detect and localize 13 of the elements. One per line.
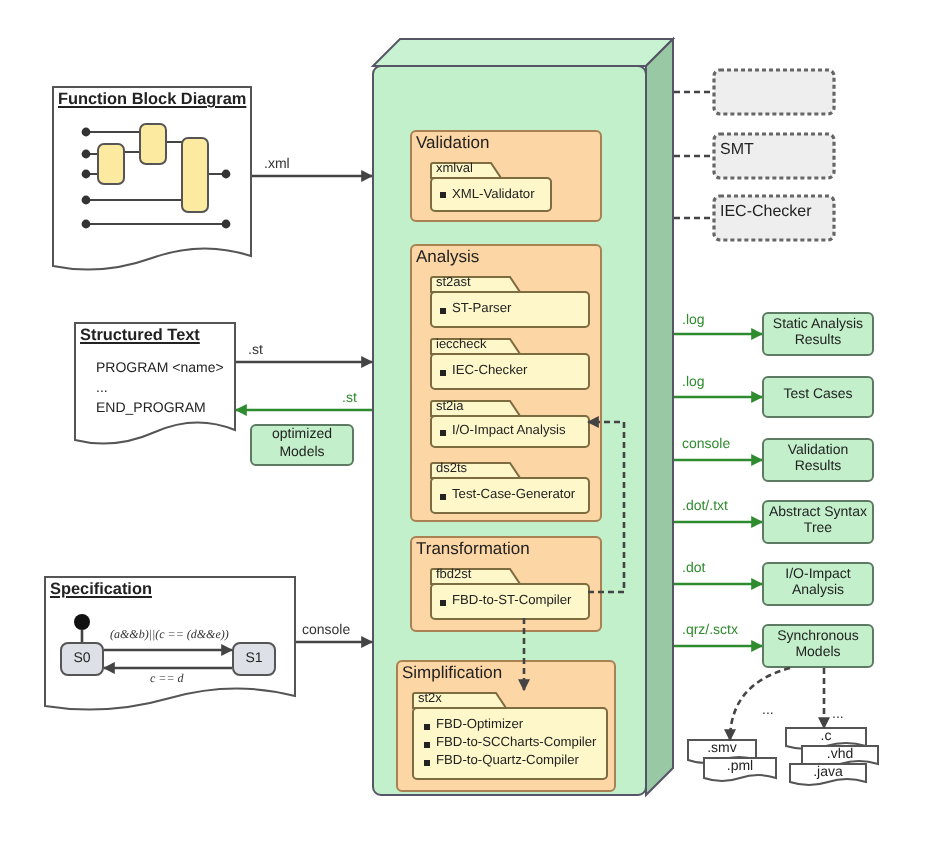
group-panel — [410, 130, 602, 222]
group-heading: Transformation — [416, 540, 530, 560]
group-heading: Validation — [416, 134, 490, 154]
document-title: Structured Text — [80, 326, 200, 345]
group-panel — [396, 660, 616, 792]
group-heading: Simplification — [402, 664, 503, 684]
tool-name: IEC-Checker — [720, 202, 812, 221]
group-heading: Analysis — [416, 248, 480, 268]
tool-name: SMT — [720, 140, 754, 159]
document-title: Function Block Diagram — [58, 90, 247, 109]
group-panel — [410, 244, 602, 522]
group-panel — [410, 536, 602, 632]
document-title: Specification — [50, 580, 152, 599]
